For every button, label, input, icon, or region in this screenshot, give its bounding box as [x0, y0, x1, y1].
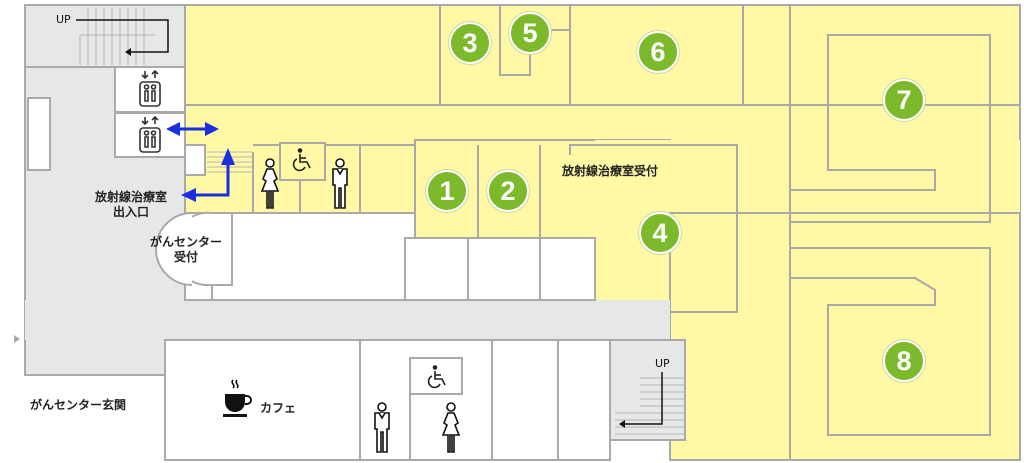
corridor-bottom: [25, 300, 670, 340]
elevator-2: [114, 112, 186, 158]
room-marker-8[interactable]: 8: [883, 340, 925, 382]
room-marker-5[interactable]: 5: [509, 12, 551, 54]
room-marker-6[interactable]: 6: [637, 31, 679, 73]
room-marker-3[interactable]: 3: [449, 22, 491, 64]
wheelchair-icon: [292, 148, 314, 172]
label-line: 受付: [174, 250, 199, 264]
stairs-top: [24, 4, 186, 68]
cancer-center-entrance-label: がんセンター玄関: [30, 398, 127, 412]
stairs-up-label: UP: [56, 13, 71, 26]
label-line: がんセンター: [150, 235, 223, 249]
radiotherapy-entrance-label: 放射線治療室出入口: [95, 190, 167, 220]
label-line: 放射線治療室: [95, 190, 168, 204]
room-marker-2[interactable]: 2: [487, 170, 529, 212]
room-marker-1[interactable]: 1: [426, 170, 468, 212]
radiotherapy-reception-label: 放射線治療室受付: [562, 164, 659, 178]
male-toilet-icon: [372, 402, 392, 454]
cancer-center-reception-desk: [155, 211, 233, 300]
route-arrows: [166, 122, 235, 202]
female-toilet-icon: [440, 402, 462, 454]
stairs-up-label: UP: [655, 357, 670, 370]
stairs-up-arrow: [76, 19, 663, 425]
coffee-icon: [222, 378, 252, 420]
elevator-1: [114, 66, 186, 113]
male-toilet-icon: [330, 158, 350, 210]
elevator-icon: [138, 70, 162, 108]
cancer-center-reception-label: がんセンター受付: [150, 235, 222, 265]
wheelchair-icon: [427, 365, 449, 389]
label-line: 出入口: [113, 205, 150, 219]
room-marker-4[interactable]: 4: [639, 212, 681, 254]
entrance-arrow-icon: [14, 335, 20, 343]
cafe-label: カフェ: [260, 401, 297, 415]
female-toilet-icon: [259, 158, 281, 210]
room-marker-7[interactable]: 7: [883, 79, 925, 121]
elevator-icon: [138, 116, 162, 154]
